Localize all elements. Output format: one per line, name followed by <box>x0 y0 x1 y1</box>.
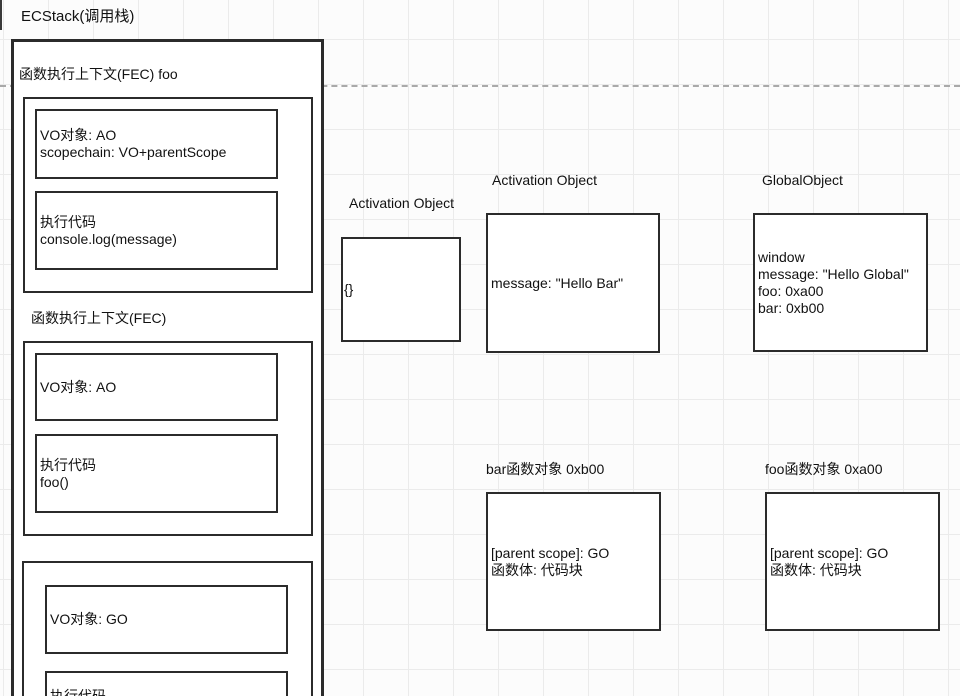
fec-code-box[interactable]: 执行代码 foo() <box>35 434 278 513</box>
ao-foo-box[interactable]: {} <box>341 237 461 342</box>
gec-box[interactable]: VO对象: GO 执行代码 <box>22 561 313 696</box>
fec-vo-box[interactable]: VO对象: AO <box>35 353 278 421</box>
fec-foo-code-box[interactable]: 执行代码 console.log(message) <box>35 191 278 270</box>
fn-body-line: 函数体: 代码块 <box>491 561 583 578</box>
global-object-box[interactable]: window message: "Hello Global" foo: 0xa0… <box>753 213 928 352</box>
fn-body-line: 函数体: 代码块 <box>770 561 862 578</box>
code-line: foo() <box>40 473 69 490</box>
fec-label[interactable]: 函数执行上下文(FEC) <box>31 310 167 326</box>
go-line: bar: 0xb00 <box>758 299 825 316</box>
ao-bar-content: message: "Hello Bar" <box>491 274 624 291</box>
vo-line: VO对象: AO <box>40 378 117 395</box>
parent-scope-line: [parent scope]: GO <box>770 544 889 561</box>
global-object-label[interactable]: GlobalObject <box>762 172 843 188</box>
page-boundary-dashed-line <box>0 85 960 87</box>
foo-fn-box[interactable]: [parent scope]: GO 函数体: 代码块 <box>765 492 940 631</box>
ao-bar-box[interactable]: message: "Hello Bar" <box>486 213 660 353</box>
gec-vo-box[interactable]: VO对象: GO <box>45 585 288 654</box>
ao-foo-content: {} <box>344 281 354 297</box>
go-line: window <box>758 248 805 265</box>
go-line: message: "Hello Global" <box>758 265 909 282</box>
code-title-line: 执行代码 <box>50 688 106 696</box>
go-line: foo: 0xa00 <box>758 282 824 299</box>
fec-foo-box[interactable]: VO对象: AO scopechain: VO+parentScope 执行代码… <box>23 97 313 293</box>
bar-fn-label[interactable]: bar函数对象 0xb00 <box>486 461 605 477</box>
bar-fn-box[interactable]: [parent scope]: GO 函数体: 代码块 <box>486 492 661 631</box>
fec-box[interactable]: VO对象: AO 执行代码 foo() <box>23 341 313 536</box>
fec-foo-label[interactable]: 函数执行上下文(FEC) foo <box>19 66 178 82</box>
vo-line: VO对象: GO <box>50 611 128 627</box>
code-title-line: 执行代码 <box>40 456 96 473</box>
vo-line: VO对象: AO <box>40 127 117 143</box>
foo-fn-label[interactable]: foo函数对象 0xa00 <box>765 461 883 477</box>
ao-foo-label[interactable]: Activation Object <box>349 195 455 211</box>
ao-bar-label[interactable]: Activation Object <box>492 172 598 188</box>
code-title-line: 执行代码 <box>40 213 96 230</box>
parent-scope-line: [parent scope]: GO <box>491 544 610 561</box>
ecstack-title[interactable]: ECStack(调用栈) <box>21 8 135 25</box>
code-line: console.log(message) <box>40 230 177 247</box>
gec-code-box[interactable]: 执行代码 <box>45 671 288 696</box>
left-edge-clipped-shape <box>0 0 2 30</box>
fec-foo-vo-box[interactable]: VO对象: AO scopechain: VO+parentScope <box>35 109 278 179</box>
ecstack-box[interactable]: 函数执行上下文(FEC) foo VO对象: AO scopechain: VO… <box>11 39 324 696</box>
scopechain-line: scopechain: VO+parentScope <box>40 144 227 160</box>
